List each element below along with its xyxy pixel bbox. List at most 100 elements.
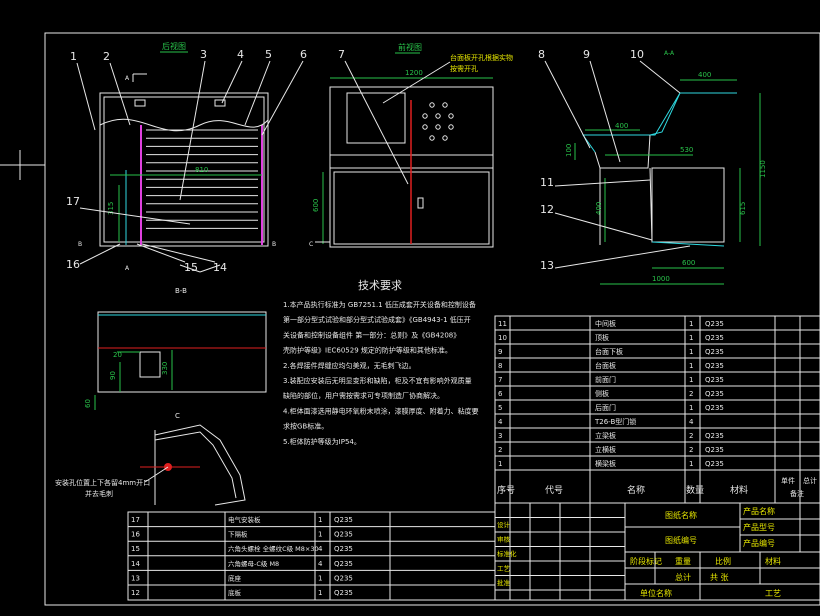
panel-hole <box>448 124 454 130</box>
back-view-title: 后视图 <box>162 41 186 51</box>
panel-hole <box>442 135 448 141</box>
table-cell-mat: Q235 <box>705 390 724 398</box>
dim-front-width: 1200 <box>405 69 423 77</box>
hdr-qty: 数量 <box>686 484 704 496</box>
tech-line: 第一部分型式试验和部分型式试验成套》《GB4943-1 低压开 <box>283 315 471 324</box>
detail-note-1: 安装孔位置上下各留4mm开口 <box>55 478 150 487</box>
callout-labels: 1 2 3 4 5 6 7 8 9 10 11 12 13 14 15 16 1… <box>66 48 691 274</box>
table-cell-no: 8 <box>498 362 502 370</box>
table-cell-qty: 4 <box>318 560 323 568</box>
tb-product-model: 产品型号 <box>743 522 775 532</box>
table-cell-no: 10 <box>498 334 507 342</box>
table-cell-no: 17 <box>131 516 140 524</box>
table-cell-qty: 4 <box>318 545 323 553</box>
table-cell-mat: Q235 <box>705 460 724 468</box>
table-cell-qty: 1 <box>318 531 322 539</box>
svg-text:A: A <box>125 265 130 272</box>
table-cell-mat: Q235 <box>705 446 724 454</box>
tech-line: 关设备和控制设备组件 第一部分：总则》及《GB4208》 <box>283 330 460 339</box>
dim-side-400c: 400 <box>595 202 603 215</box>
dim-side-1150: 1150 <box>759 160 767 178</box>
svg-text:C: C <box>309 241 313 248</box>
table-cell-name: 六角螺母-C级 M8 <box>228 559 279 568</box>
table-cell-no: 15 <box>131 545 140 553</box>
tb-total: 总计 <box>675 572 691 582</box>
side-view: A-A 530 400 400 100 400 615 1150 600 100… <box>565 50 767 285</box>
table-cell-no: 16 <box>131 531 140 539</box>
table-cell-qty: 2 <box>689 390 693 398</box>
table-cell-qty: 1 <box>318 589 322 597</box>
table-cell-no: 11 <box>498 320 507 328</box>
dim-front-height: 600 <box>312 199 320 212</box>
callout-7: 7 <box>338 48 345 61</box>
table-cell-qty: 1 <box>689 348 693 356</box>
table-cell-mat: Q235 <box>705 334 724 342</box>
panel-hole <box>435 113 441 119</box>
callout-17: 17 <box>66 195 80 208</box>
section-bb: B-B 20 60 330 90 <box>84 287 267 410</box>
table-cell-name: 侧板 <box>595 389 609 398</box>
hdr-remark: 备注 <box>790 489 804 498</box>
callout-6: 6 <box>300 48 307 61</box>
table-cell-qty: 1 <box>689 334 693 342</box>
front-view: 前视图 台面板开孔根据实物 按需开孔 1200 600 C <box>309 42 513 248</box>
table-cell-no: 3 <box>498 432 502 440</box>
dim-side-400b: 400 <box>615 122 628 130</box>
tb-drawing-no: 图纸编号 <box>665 535 697 545</box>
panel-hole <box>442 102 448 108</box>
tech-line: 1.本产品执行标准为 GB7251.1 低压成套开关设备和控制设备 <box>283 300 476 309</box>
svg-text:B: B <box>272 241 276 248</box>
table-cell-mat: Q235 <box>705 432 724 440</box>
tech-line: 求按GB标准。 <box>283 422 328 431</box>
tb-drawing-name: 图纸名称 <box>665 510 697 520</box>
callout-3: 3 <box>200 48 207 61</box>
hdr-code: 代号 <box>545 485 563 496</box>
table-cell-no: 9 <box>498 348 502 356</box>
table-cell-mat: Q235 <box>334 560 353 568</box>
table-cell-name: 立横板 <box>595 445 616 454</box>
tb-product-no: 产品编号 <box>743 538 775 548</box>
dim-back-width: 810 <box>195 166 208 174</box>
panel-hole <box>422 113 428 119</box>
table-cell-qty: 1 <box>689 362 693 370</box>
table-cell-mat: Q235 <box>334 574 353 582</box>
table-cell-mat: Q235 <box>334 516 353 524</box>
callout-2: 2 <box>103 50 110 63</box>
tb-sheet: 共 张 <box>710 573 729 582</box>
svg-text:B: B <box>78 241 82 248</box>
table-cell-no: 13 <box>131 574 140 582</box>
panel-hole <box>435 124 441 130</box>
table-cell-name: T26-B型门锁 <box>594 417 636 426</box>
tech-requirements: 技术要求 1.本产品执行标准为 GB7251.1 低压成套开关设备和控制设备第一… <box>283 279 479 446</box>
table-cell-mat: Q235 <box>334 589 353 597</box>
tech-line: 4.柜体面漆选用静电环氧粉末喷涂，漆膜厚度、附着力、粘度要 <box>283 406 479 415</box>
back-view: 后视图 810 315 A A B B <box>78 41 276 273</box>
table-cell-mat: Q235 <box>705 320 724 328</box>
tech-line: 5.柜体防护等级为IP54。 <box>283 437 361 446</box>
table-cell-mat: Q235 <box>334 531 353 539</box>
callout-8: 8 <box>538 48 545 61</box>
table-cell-name: 横梁板 <box>595 459 616 468</box>
callout-10: 10 <box>630 48 644 61</box>
front-view-title: 前视图 <box>398 42 422 52</box>
table-cell-no: 2 <box>498 446 502 454</box>
callout-12: 12 <box>540 203 554 216</box>
table-cell-qty: 1 <box>689 404 693 412</box>
table-cell-name: 六角头螺栓 全螺纹C级 M8×30 <box>228 544 319 553</box>
table-cell-no: 7 <box>498 376 502 384</box>
table-cell-no: 14 <box>131 560 140 568</box>
table-cell-name: 底座 <box>228 573 242 582</box>
hdr-name: 名称 <box>627 484 645 496</box>
title-row-label: 批准 <box>497 578 511 587</box>
table-cell-name: 底板 <box>228 588 242 597</box>
dim-side-615: 615 <box>739 202 747 215</box>
callout-15: 15 <box>184 261 198 274</box>
title-row-label: 设计 <box>497 520 511 529</box>
detail-c: C 安装孔位置上下各留4mm开口 并去毛刺 <box>55 412 246 506</box>
table-cell-name: 前面门 <box>595 375 616 384</box>
panel-hole <box>448 113 454 119</box>
callout-5: 5 <box>265 48 272 61</box>
